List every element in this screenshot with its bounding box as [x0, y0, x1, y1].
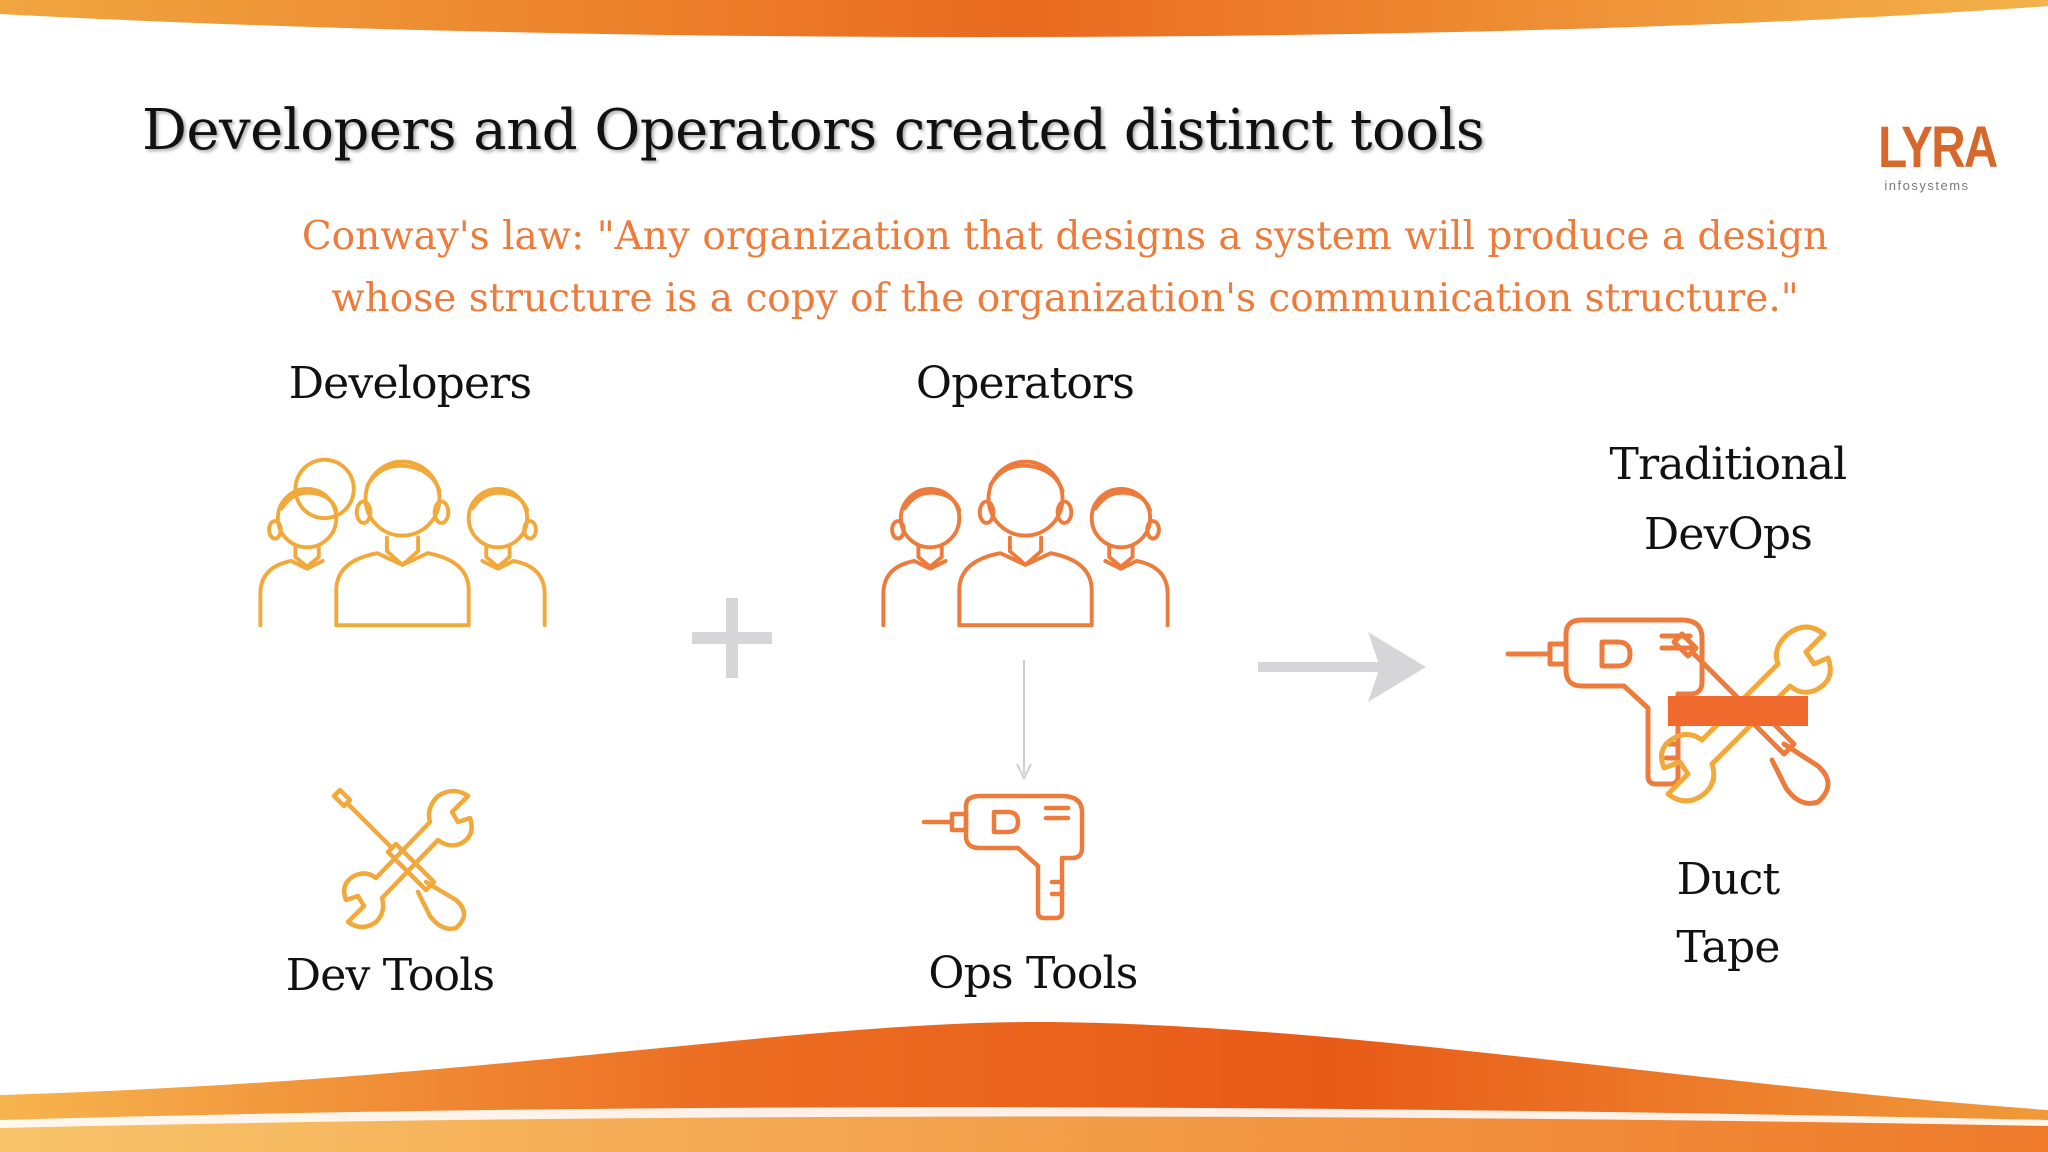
plus-icon	[692, 598, 772, 678]
drill-icon	[921, 793, 1085, 921]
company-logo: LYRA	[1878, 115, 1998, 180]
duct-tape-label: Duct Tape	[1548, 846, 1908, 982]
operators-label: Operators	[915, 358, 1135, 409]
top-banner-decoration	[0, 0, 2048, 38]
slide-title: Developers and Operators created distinc…	[142, 98, 1485, 163]
quote-line-2: whose structure is a copy of the organiz…	[331, 276, 1799, 321]
duct-tape-line-1: Duct	[1676, 854, 1781, 905]
quote-line-1: Conway's law: "Any organization that des…	[301, 214, 1829, 259]
developers-people-icon	[258, 457, 547, 628]
developers-label: Developers	[288, 358, 532, 409]
dev-tools-label: Dev Tools	[285, 950, 495, 1001]
conway-law-quote: Conway's law: "Any organization that des…	[240, 206, 1890, 330]
right-arrow-icon	[1258, 632, 1426, 702]
bottom-banner-decoration	[0, 1021, 2048, 1152]
ops-tools-label: Ops Tools	[928, 948, 1138, 999]
duct-tape-line-2: Tape	[1676, 922, 1780, 973]
traditional-devops-line-1: Traditional	[1609, 439, 1848, 490]
operators-people-icon	[881, 459, 1170, 628]
traditional-devops-line-2: DevOps	[1643, 509, 1813, 560]
down-arrow-icon	[1016, 660, 1032, 781]
traditional-devops-label: Traditional DevOps	[1548, 430, 1908, 570]
drill-tools-taped-icon	[1505, 617, 1833, 806]
company-logo-subtitle: infosystems	[1884, 178, 1970, 193]
wrench-screwdriver-icon	[331, 787, 474, 931]
